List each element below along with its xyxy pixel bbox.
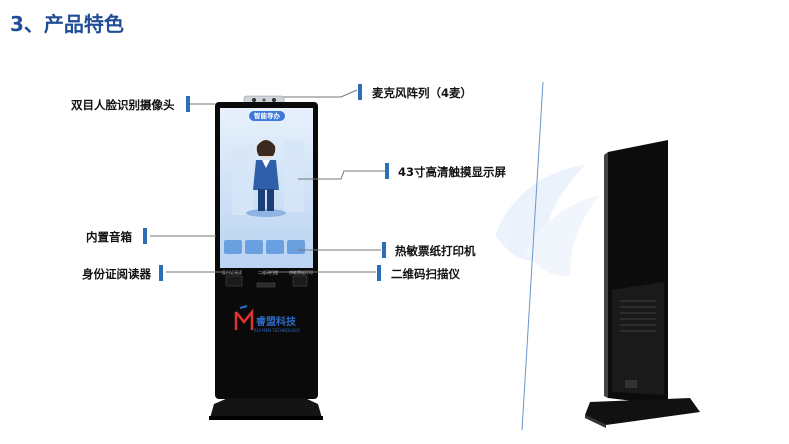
feature-screen-label: 43寸高清触摸显示屏 (398, 165, 507, 179)
marker-qr (377, 265, 381, 281)
feature-id-reader-label: 身份证阅读器 (82, 267, 151, 281)
marker-speaker (143, 228, 147, 244)
brand-name-cn: 睿盟科技 (256, 317, 296, 328)
qr-scanner-window (256, 282, 276, 288)
leader-lines (150, 89, 385, 273)
divider-line (521, 81, 544, 431)
bottom-mid-label: 二维码扫描 (258, 270, 278, 275)
feature-camera-label: 双目人脸识别摄像头 (71, 98, 175, 112)
screen-banner-text: 智能导办 (254, 112, 280, 120)
bottom-left-label: 身份证阅读 (222, 270, 242, 275)
watermark-logo (495, 165, 600, 276)
feature-qr-label: 二维码扫描仪 (391, 267, 460, 281)
kiosk-front (209, 95, 323, 420)
marker-camera (186, 96, 190, 112)
marker-printer (382, 242, 386, 258)
kiosk-side (585, 140, 700, 428)
bottom-right-label: 热敏票据打印 (289, 270, 313, 275)
leader-screen (298, 170, 385, 180)
id-reader-slot (225, 275, 243, 287)
feature-printer-label: 热敏票纸打印机 (395, 244, 476, 258)
printer-outlet (292, 275, 308, 287)
feature-mic-label: 麦克风阵列（4麦） (372, 86, 473, 100)
avatar-figure (246, 140, 286, 217)
screen-icon-row (224, 240, 305, 254)
marker-mic (358, 84, 362, 100)
feature-speaker-label: 内置音箱 (86, 230, 132, 244)
leader-mic (284, 89, 358, 98)
marker-screen (385, 163, 389, 179)
brand-name-en: RUI MEN TECHNOLOGY (254, 328, 300, 333)
marker-id-reader (159, 265, 163, 281)
page-title: 3、产品特色 (10, 12, 124, 36)
